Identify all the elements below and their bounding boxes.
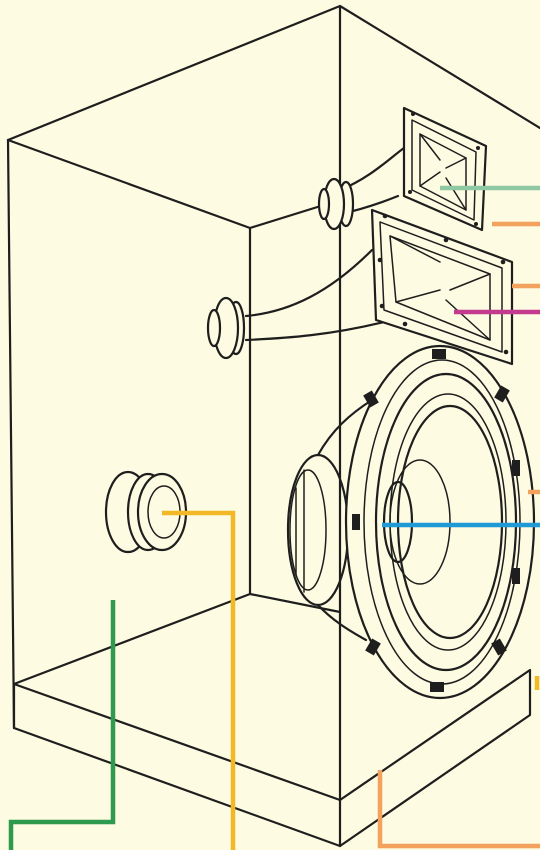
port-tube-leader <box>162 513 233 850</box>
midrange-compression-driver <box>208 298 244 358</box>
cabinet-back-edges <box>8 140 340 684</box>
woofer-driver <box>288 346 534 698</box>
tweeter-driver <box>319 108 486 230</box>
tweeter-compression-driver <box>319 179 353 229</box>
midrange-horn-mouth <box>372 210 512 364</box>
base-leader <box>380 770 540 846</box>
tweeter-horn-mouth <box>404 108 486 230</box>
cabinet-interior-leader <box>11 600 113 850</box>
midrange-horn-throat <box>246 250 384 340</box>
midrange-driver <box>208 210 512 364</box>
